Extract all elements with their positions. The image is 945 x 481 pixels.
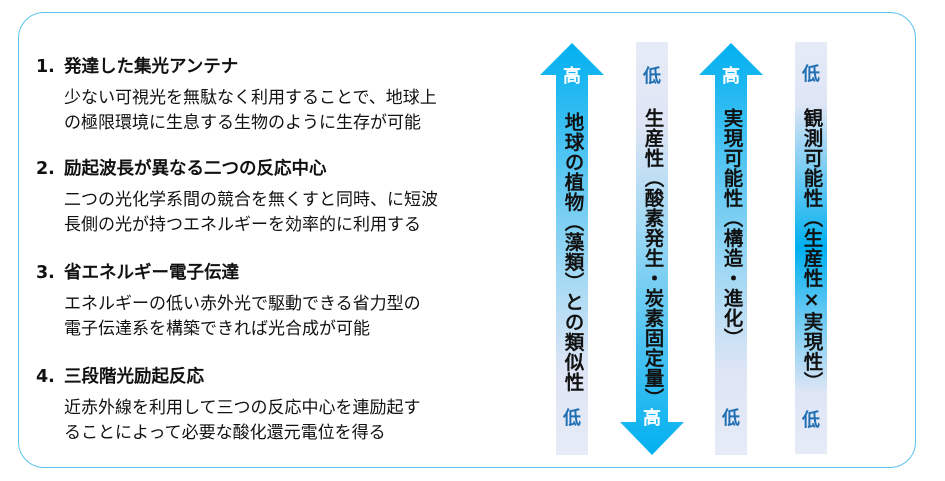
feature-description: 二つの光化学系間の競合を無くすと同時、に短波長側の光が持つエネルギーを効率的に利… (64, 188, 516, 238)
axis-label-productivity: 生産性（酸素発生・炭素固定量） (641, 108, 664, 408)
level-label-bottom: 低 (722, 408, 740, 429)
feature-title-text: 発達した集光アンテナ (64, 57, 239, 77)
level-label-top: 低 (643, 66, 661, 87)
description-line: 少ない可視光を無駄なく利用することで、地球上 (64, 88, 437, 108)
level-label-top: 高 (722, 66, 740, 87)
feature-title: 1. 発達した集光アンテナ (36, 56, 516, 78)
feature-item-2: 2. 励起波長が異なる二つの反応中心 二つの光化学系間の競合を無くすと同時、に短波… (36, 158, 516, 238)
level-label-top: 高 (563, 66, 581, 87)
level-label-bottom: 低 (563, 408, 581, 429)
feature-title-text: 三段階光励起反応 (64, 367, 204, 387)
feature-number: 2. (36, 159, 55, 179)
description-line: ることによって必要な酸化還元電位を得る (64, 423, 386, 443)
feature-title-text: 省エネルギー電子伝達 (64, 263, 239, 283)
axis-label-feasibility: 実現可能性（構造・進化） (720, 108, 743, 348)
feature-title: 4. 三段階光励起反応 (36, 366, 516, 388)
description-line: 長側の光が持つエネルギーを効率的に利用する (64, 215, 421, 235)
axis-label-observability: 観測可能性（生産性×実現性） (800, 108, 823, 392)
diagram-frame (18, 12, 916, 468)
feature-title: 3. 省エネルギー電子伝達 (36, 262, 516, 284)
feature-description: 近赤外線を利用して三つの反応中心を連励起することによって必要な酸化還元電位を得る (64, 396, 516, 446)
description-line: 二つの光化学系間の競合を無くすと同時、に短波 (64, 190, 438, 210)
level-label-top: 低 (802, 64, 820, 85)
description-line: 電子伝達系を構築できれば光合成が可能 (64, 319, 370, 339)
bar-observability (795, 42, 827, 454)
feature-number: 3. (36, 263, 55, 283)
feature-description: エネルギーの低い赤外光で駆動できる省力型の電子伝達系を構築できれば光合成が可能 (64, 292, 516, 342)
description-line: の極限環境に生息する生物のように生存が可能 (64, 113, 421, 133)
arrow-down-productivity (620, 42, 684, 455)
level-label-bottom: 高 (643, 408, 661, 429)
description-line: 近赤外線を利用して三つの反応中心を連励起す (64, 398, 421, 418)
level-label-bottom: 低 (802, 410, 820, 431)
feature-description: 少ない可視光を無駄なく利用することで、地球上の極限環境に生息する生物のように生存… (64, 86, 516, 136)
feature-title-text: 励起波長が異なる二つの反応中心 (64, 159, 327, 179)
feature-item-3: 3. 省エネルギー電子伝達 エネルギーの低い赤外光で駆動できる省力型の電子伝達系を… (36, 262, 516, 342)
arrow-up-feasibility (699, 43, 763, 455)
axis-label-similarity: 地球の植物（藻類）との類似性 (561, 112, 584, 392)
description-line: エネルギーの低い赤外光で駆動できる省力型の (64, 294, 421, 314)
feature-number: 4. (36, 367, 55, 387)
arrow-up-similarity (540, 43, 604, 455)
feature-item-1: 1. 発達した集光アンテナ 少ない可視光を無駄なく利用することで、地球上の極限環境… (36, 56, 516, 136)
feature-title: 2. 励起波長が異なる二つの反応中心 (36, 158, 516, 180)
feature-number: 1. (36, 57, 55, 77)
feature-item-4: 4. 三段階光励起反応 近赤外線を利用して三つの反応中心を連励起することによって必… (36, 366, 516, 446)
